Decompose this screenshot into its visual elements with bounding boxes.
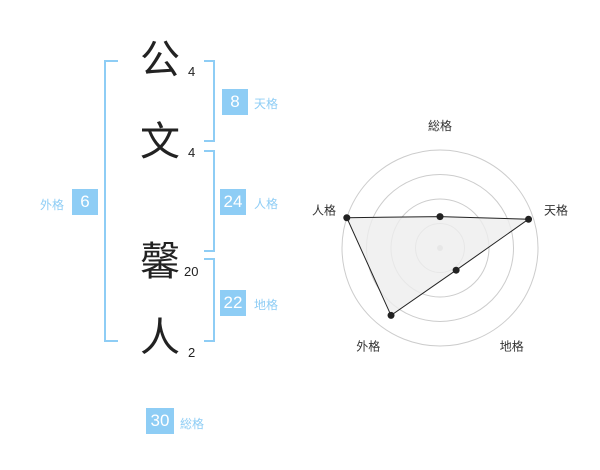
tenkaku-label: 天格 — [254, 97, 279, 111]
name-char-4: 人 — [140, 315, 180, 361]
soukaku-label: 総格 — [180, 417, 205, 431]
radar-point-2 — [525, 215, 533, 223]
stroke-count-1: 4 — [188, 64, 196, 79]
radar-point-4 — [387, 311, 395, 319]
chikaku-label: 地格 — [254, 298, 279, 312]
tenkaku-bracket — [204, 60, 215, 142]
radar-series-shape — [346, 216, 531, 317]
radar-axis-label-2: 天格 — [544, 202, 568, 217]
jinkaku-value: 24 — [220, 189, 246, 215]
stroke-count-2: 4 — [188, 145, 196, 160]
tenkaku-value: 8 — [222, 89, 248, 115]
gaikaku-label: 外格 — [40, 198, 65, 212]
name-char-1: 公 — [140, 37, 180, 83]
radar-axis-label-4: 外格 — [356, 339, 380, 354]
radar-axis-label-3: 地格 — [500, 339, 524, 354]
jinkaku-label: 人格 — [254, 197, 279, 211]
radar-ring — [341, 149, 539, 347]
radar-point-5 — [343, 214, 351, 222]
radar-point-3 — [452, 266, 460, 274]
chikaku-value: 22 — [220, 290, 246, 316]
jinkaku-bracket — [204, 150, 215, 252]
soukaku-value: 30 — [146, 408, 174, 434]
name-char-2: 文 — [140, 119, 180, 165]
stroke-count-4: 2 — [188, 345, 196, 360]
chikaku-bracket — [204, 258, 215, 342]
radar-axis-label-1: 総格 — [428, 118, 452, 133]
gaikaku-bracket — [104, 60, 118, 342]
radar-point-1 — [436, 213, 444, 221]
name-char-3: 馨 — [140, 239, 180, 285]
radar-axis-label-5: 人格 — [312, 202, 336, 217]
gaikaku-value: 6 — [72, 189, 98, 215]
stroke-count-3: 20 — [184, 264, 199, 279]
